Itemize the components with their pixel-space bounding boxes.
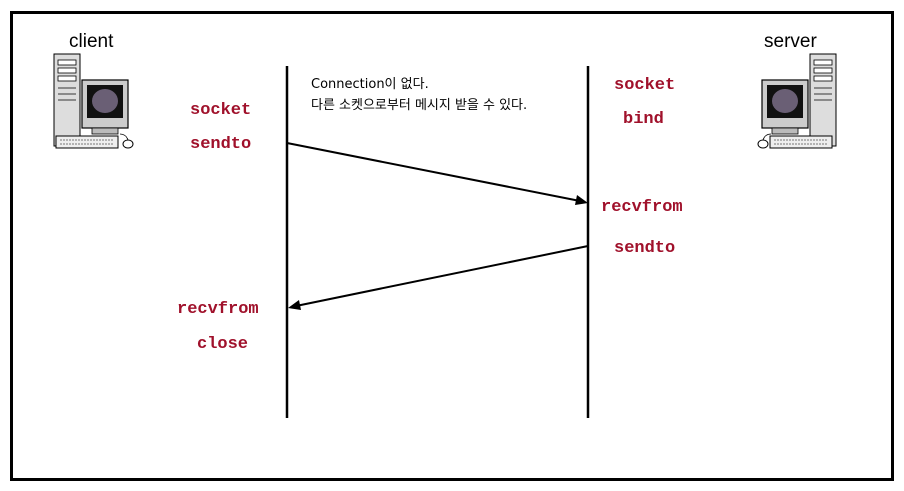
- server-call-socket: socket: [614, 76, 676, 95]
- reply-arrowhead: [288, 300, 301, 310]
- note-line-1: Connection이 없다.: [311, 77, 429, 92]
- client-call-recvfrom: recvfrom: [177, 300, 259, 319]
- server-label: server: [764, 31, 817, 52]
- server-call-sendto: sendto: [614, 239, 676, 258]
- client-call-close: close: [197, 335, 249, 354]
- client-label: client: [69, 31, 114, 52]
- client-computer-icon: [53, 53, 134, 149]
- note-line-2: 다른 소켓으로부터 메시지 받을 수 있다.: [311, 98, 528, 113]
- server-call-bind: bind: [623, 110, 664, 129]
- diagram-frame: [10, 11, 894, 481]
- sendto-arrow: [286, 142, 581, 202]
- sendto-arrowhead: [575, 195, 588, 205]
- server-computer-icon: [757, 53, 837, 149]
- reply-arrow: [295, 245, 589, 307]
- server-call-recvfrom: recvfrom: [601, 198, 683, 217]
- client-call-sendto: sendto: [190, 135, 252, 154]
- client-call-socket: socket: [190, 101, 252, 120]
